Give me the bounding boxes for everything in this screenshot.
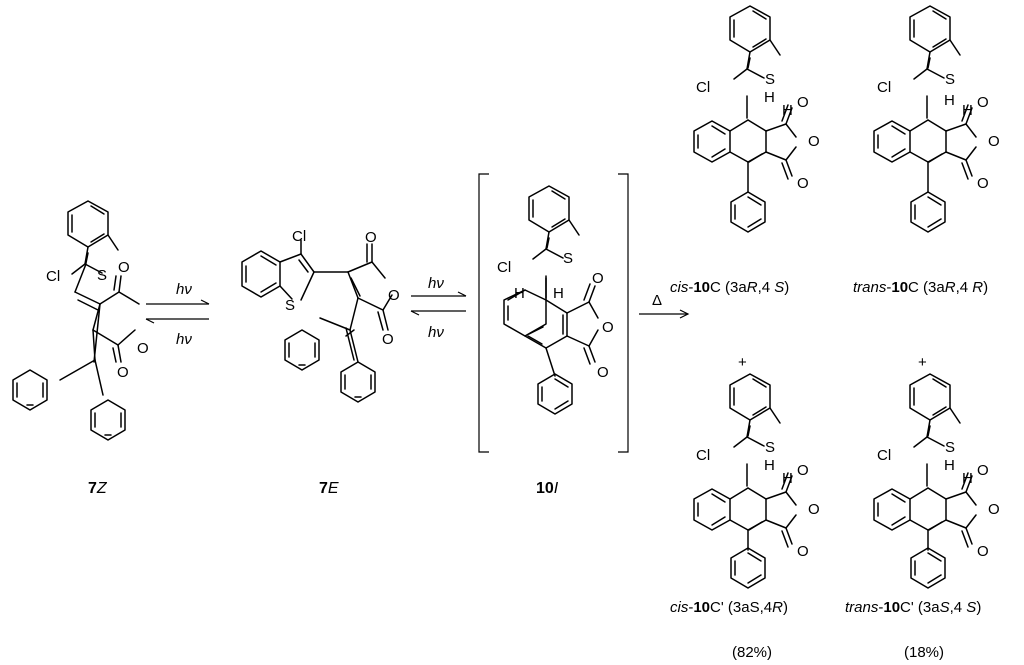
label-trans-10c: trans-10C (3aR,4 R) (853, 279, 988, 296)
atom-o: O (592, 270, 604, 287)
atom-o: O (988, 133, 1000, 150)
atom-h: H (764, 89, 775, 106)
atom-s: S (765, 439, 775, 456)
atom-o: O (597, 364, 609, 381)
atom-h: H (514, 285, 525, 302)
label-cis-10c-prime: cis-10C' (3aS,4R) (670, 599, 788, 616)
atom-s: S (945, 439, 955, 456)
compound-7e-structure: Cl S O O O (241, 228, 400, 403)
hv-label: hν (428, 324, 444, 341)
atom-plus: + (738, 354, 747, 371)
atom-plus: + (918, 354, 927, 371)
hv-label: hν (176, 331, 192, 348)
atom-cl: Cl (497, 259, 511, 276)
bracket-10i (478, 173, 629, 453)
product-cis-10c-prime-structure: + S Cl H H O O O (693, 354, 820, 589)
compound-7z-structure: S Cl O O O (12, 200, 149, 441)
atom-o: O (388, 287, 400, 304)
hv-label: hν (176, 281, 192, 298)
heat-symbol: Δ (652, 292, 662, 309)
atom-s: S (285, 297, 295, 314)
atom-s: S (97, 267, 107, 284)
atom-o: O (977, 94, 989, 111)
yield-cis: (82%) (732, 644, 772, 661)
label-7z: 7Z (88, 480, 108, 497)
atom-h: H (782, 102, 793, 119)
atom-o: O (797, 462, 809, 479)
yield-trans: (18%) (904, 644, 944, 661)
atom-cl: Cl (877, 79, 891, 96)
atom-cl: Cl (292, 228, 306, 245)
atom-cl: Cl (877, 447, 891, 464)
atom-o: O (977, 175, 989, 192)
atom-o: O (602, 319, 614, 336)
product-trans-10c-structure: S Cl H H O O O (873, 5, 1000, 233)
atom-s: S (765, 71, 775, 88)
atom-o: O (977, 462, 989, 479)
atom-o: O (988, 501, 1000, 518)
atom-o: O (977, 543, 989, 560)
atom-h: H (553, 285, 564, 302)
product-trans-10c-prime-structure: + S Cl H H O O O (873, 354, 1000, 589)
atom-o: O (797, 175, 809, 192)
atom-o: O (808, 133, 820, 150)
atom-h: H (962, 102, 973, 119)
atom-h: H (764, 457, 775, 474)
equilibrium-arrow-2: hν hν (410, 275, 467, 341)
atom-o: O (382, 331, 394, 348)
equilibrium-arrow-1: hν hν (145, 281, 210, 348)
atom-h: H (944, 457, 955, 474)
atom-o: O (137, 340, 149, 357)
label-cis-10c: cis-10C (3aR,4 S) (670, 279, 789, 296)
atom-s: S (945, 71, 955, 88)
atom-o: O (117, 364, 129, 381)
atom-o: O (797, 543, 809, 560)
atom-o: O (797, 94, 809, 111)
atom-o: O (118, 259, 130, 276)
atom-h: H (944, 92, 955, 109)
compound-10i-structure: S Cl O O O H H (497, 185, 614, 415)
hv-label: hν (428, 275, 444, 292)
label-trans-10c-prime: trans-10C' (3aS,4 S) (845, 599, 981, 616)
product-cis-10c-structure: S Cl H H O O O (693, 5, 820, 233)
label-7e: 7E (319, 480, 339, 497)
atom-h: H (782, 470, 793, 487)
atom-h: H (962, 470, 973, 487)
atom-o: O (365, 229, 377, 246)
atom-o: O (808, 501, 820, 518)
atom-s: S (563, 250, 573, 267)
label-10i: 10I (536, 480, 559, 497)
atom-cl: Cl (696, 447, 710, 464)
atom-cl: Cl (696, 79, 710, 96)
heat-arrow: Δ (639, 292, 690, 319)
atom-cl: Cl (46, 268, 60, 285)
